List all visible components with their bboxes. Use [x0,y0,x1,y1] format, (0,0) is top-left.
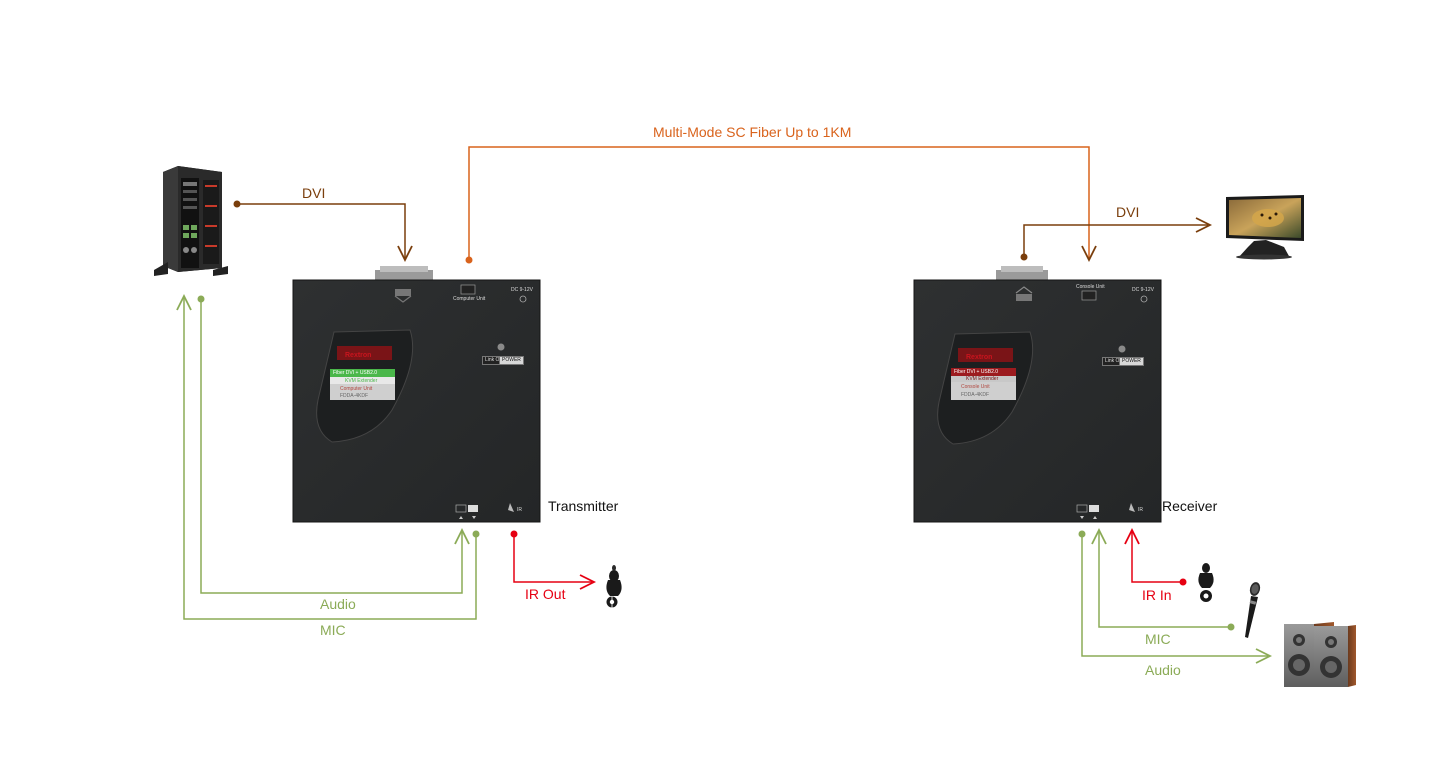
transmitter-device [292,266,541,523]
audio-rx-arrowhead [1255,648,1273,664]
tx-panel-line1: Fiber DVI + USB2.0 [333,370,378,376]
ir-in-label: IR In [1142,587,1172,603]
fiber-start-dot [465,256,473,264]
mic-rx-line [1098,532,1230,628]
rx-brand-logo: Rextron [966,354,993,361]
audio-tx-arrowhead [454,527,470,545]
mic-rx-label: MIC [1145,631,1171,647]
dvi-rx-label: DVI [1116,204,1140,220]
mic-rx-start-dot [1227,623,1235,631]
rx-panel-line3: Console Unit [961,384,990,390]
tower-pc-icon [154,166,228,276]
dvi-tx-arrowhead [397,245,413,263]
transmitter-label: Transmitter [548,498,619,514]
rx-panel-line4: FDDA-4KDF [961,392,990,398]
fiber-label: Multi-Mode SC Fiber Up to 1KM [653,124,852,140]
monitor-icon [1226,195,1304,260]
fiber-line [468,146,1090,259]
tx-port-label: Computer Unit [453,296,486,302]
ir-receiver-icon [1198,563,1214,602]
audio-rx-start-dot [1078,530,1086,538]
mic-rx-arrowhead [1091,527,1107,545]
ir-out-arrowhead [579,574,597,590]
rx-power-label: DC 9-12V [1132,287,1154,293]
dvi-rx-line [1023,224,1208,256]
receiver-device [913,266,1162,523]
rx-panel-line2: KVM Extender [966,376,999,382]
audio-rx-line [1081,535,1268,657]
ir-out-line [513,535,592,583]
mic-tx-start-dot [472,530,480,538]
rx-panel-line1: Fiber DVI + USB2.0 [954,369,999,375]
tx-ir-port-label: IR [517,507,522,513]
ir-in-line [1131,532,1182,583]
dvi-tx-start-dot [233,200,241,208]
audio-tx-label: Audio [320,596,356,612]
dvi-tx-label: DVI [302,185,326,201]
dvi-rx-start-dot [1020,253,1028,261]
microphone-icon [1245,582,1261,638]
rx-ir-port-label: IR [1138,507,1143,513]
ir-in-start-dot [1179,578,1187,586]
speakers-icon [1284,622,1356,687]
fiber-arrowhead [1081,245,1097,263]
tx-brand-logo: Rextron [345,352,372,359]
ir-out-label: IR Out [525,586,566,602]
dvi-rx-arrowhead [1195,217,1213,233]
mic-tx-label: MIC [320,622,346,638]
mic-tx-arrowhead [176,293,192,311]
audio-tx-line [200,300,463,594]
tx-panel-line2: KVM Extender [345,378,378,384]
ir-out-start-dot [510,530,518,538]
rx-power-indicator: POWER [1119,357,1144,366]
ir-in-arrowhead [1124,527,1140,545]
rx-port-label: Console Unit [1076,284,1105,290]
tx-panel-line3: Computer Unit [340,386,373,392]
ir-emitter-icon [606,565,622,608]
audio-tx-start-dot [197,295,205,303]
tx-power-label: DC 9-12V [511,287,533,293]
dvi-tx-line [237,203,406,258]
tx-panel-line4: FDDA-4KDF [340,393,369,399]
mic-tx-line [183,298,477,620]
receiver-label: Receiver [1162,498,1218,514]
audio-rx-label: Audio [1145,662,1181,678]
tx-power-indicator: POWER [499,356,524,365]
